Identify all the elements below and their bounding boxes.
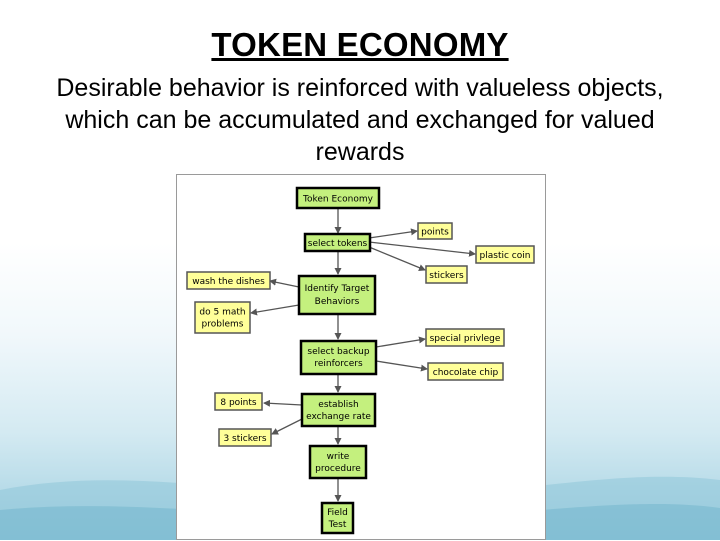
node-identify-target-line1: Identify Target xyxy=(305,284,370,294)
node-8-points: 8 points xyxy=(214,392,263,411)
edge-select-tokens-to-plastic-coin xyxy=(368,241,476,257)
node-select-backup-reinforcers: select backup reinforcers xyxy=(299,339,378,376)
node-token-economy: Token Economy xyxy=(295,186,381,210)
node-select-backup-line2: reinforcers xyxy=(314,359,363,369)
node-select-tokens: select tokens xyxy=(303,232,372,253)
edge-select-backup-to-special-privilege xyxy=(375,336,426,348)
node-points-label: points xyxy=(421,228,449,238)
node-chocolate-chip-label: chocolate chip xyxy=(433,368,499,378)
connectors xyxy=(250,208,476,502)
edge-identify-target-to-wash-dishes xyxy=(269,278,300,288)
node-math-problems-line2: problems xyxy=(202,320,244,330)
node-stickers-label: stickers xyxy=(429,271,464,281)
node-select-tokens-label: select tokens xyxy=(308,239,368,249)
node-establish-exchange-line1: establish xyxy=(318,400,358,410)
flowchart-panel: Token Economy select tokens Identify Tar… xyxy=(176,174,546,540)
node-select-backup-line1: select backup xyxy=(307,347,369,357)
node-field-test-line2: Test xyxy=(328,520,347,530)
node-plastic-coin-label: plastic coin xyxy=(480,251,531,261)
node-establish-exchange-rate: establish exchange rate xyxy=(300,392,377,428)
node-three-stickers-label: 3 stickers xyxy=(223,434,266,444)
node-do-5-math-problems: do 5 math problems xyxy=(194,301,251,334)
slide-title: TOKEN ECONOMY xyxy=(211,26,509,63)
node-field-test: Field Test xyxy=(320,501,355,535)
node-token-economy-label: Token Economy xyxy=(302,195,374,205)
node-chocolate-chip: chocolate chip xyxy=(427,362,504,381)
edge-establish-exchange-to-three-stickers xyxy=(271,418,303,435)
token-economy-flowchart: Token Economy select tokens Identify Tar… xyxy=(186,186,535,535)
node-special-privilege-label: special privlege xyxy=(430,334,501,344)
node-write-procedure-line2: procedure xyxy=(315,464,361,474)
edge-establish-exchange-to-eight-points xyxy=(263,399,303,407)
edge-select-tokens-to-points xyxy=(368,228,418,239)
slide-subtitle: Desirable behavior is reinforced with va… xyxy=(56,74,664,166)
node-eight-points-label: 8 points xyxy=(220,398,257,408)
node-wash-dishes-label: wash the dishes xyxy=(192,277,265,287)
node-write-procedure-line1: write xyxy=(327,452,350,462)
node-points: points xyxy=(417,222,453,240)
node-field-test-line1: Field xyxy=(327,508,348,518)
edge-identify-target-to-math-problems xyxy=(250,304,300,316)
node-3-stickers: 3 stickers xyxy=(218,428,272,447)
node-plastic-coin: plastic coin xyxy=(475,245,535,264)
node-special-privlege: special privlege xyxy=(425,328,505,347)
node-write-procedure: write procedure xyxy=(308,444,368,480)
edge-select-tokens-to-stickers xyxy=(368,246,426,271)
node-establish-exchange-line2: exchange rate xyxy=(306,412,371,422)
node-identify-target-line2: Behaviors xyxy=(315,297,360,307)
node-stickers: stickers xyxy=(425,265,468,284)
edge-select-backup-to-chocolate-chip xyxy=(375,360,428,372)
node-math-problems-line1: do 5 math xyxy=(199,308,245,318)
node-identify-target-behaviors: Identify Target Behaviors xyxy=(297,274,377,316)
node-wash-the-dishes: wash the dishes xyxy=(186,271,271,290)
